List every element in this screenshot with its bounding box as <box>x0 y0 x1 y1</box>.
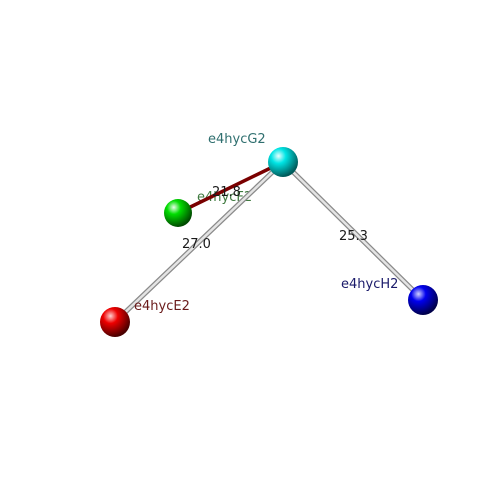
distance-label-g2-f2: 21.8 <box>212 185 241 200</box>
edge-g2-e2 <box>112 159 286 325</box>
node-label-g2: e4hycG2 <box>208 132 266 147</box>
node-e2 <box>100 307 130 337</box>
edge-g2-f2 <box>176 160 285 215</box>
node-g2 <box>268 147 298 177</box>
edge-g2-h2 <box>280 159 426 303</box>
node-label-h2: e4hycH2 <box>341 277 398 292</box>
node-h2 <box>408 285 438 315</box>
node-f2 <box>164 199 192 227</box>
distance-label-g2-e2: 27.0 <box>182 237 211 252</box>
distance-label-g2-h2: 25.3 <box>339 229 368 244</box>
node-label-e2: e4hycE2 <box>134 299 190 314</box>
